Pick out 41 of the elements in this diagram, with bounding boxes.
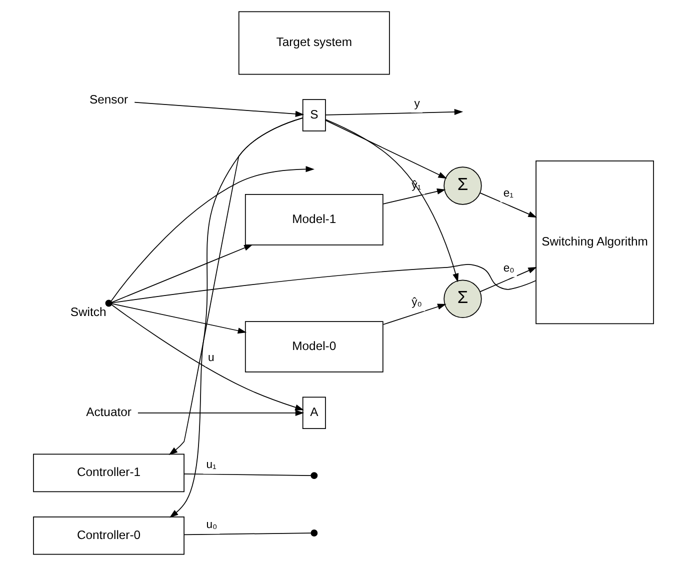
- node-circle: Σ: [443, 280, 482, 318]
- arrow: [324, 108, 463, 116]
- edge-label: u₀: [206, 519, 217, 532]
- arrow: [169, 118, 303, 518]
- arrow: [382, 304, 446, 325]
- node-box: Model-1: [244, 194, 383, 246]
- arrow: [134, 102, 304, 117]
- node-text: Actuator: [86, 405, 131, 420]
- edge-label: u₁: [206, 459, 216, 472]
- connector: [183, 532, 311, 536]
- node-circle: [104, 300, 112, 307]
- node-circle: Σ: [443, 166, 482, 205]
- node-box: Model-0: [244, 321, 383, 372]
- edge-label: y: [414, 98, 420, 110]
- connector: [183, 473, 311, 476]
- node-text: Sensor: [88, 92, 128, 107]
- arrow: [110, 166, 314, 302]
- node-box: Target system: [238, 11, 390, 75]
- node-box: S: [302, 99, 326, 132]
- node-label: Switch: [70, 305, 106, 320]
- node-box: Controller-1: [32, 454, 184, 492]
- arrow: [324, 120, 446, 179]
- arrow: [382, 188, 446, 204]
- arrow: [111, 303, 246, 334]
- edge-label: ŷ₀: [411, 296, 422, 308]
- edge-label: u: [207, 352, 214, 364]
- node-box: Switching Algorithm: [535, 160, 654, 324]
- node-box: A: [302, 396, 326, 429]
- arrow: [478, 192, 536, 218]
- edge-label: e₁: [502, 188, 513, 200]
- connector: [111, 264, 536, 304]
- node-circle: [310, 530, 318, 536]
- arrow: [168, 118, 303, 455]
- arrow: [110, 304, 304, 410]
- arrow: [478, 267, 536, 292]
- arrow: [137, 410, 304, 416]
- node-box: Controller-0: [32, 516, 184, 555]
- edge-label: e₀: [502, 262, 514, 274]
- arrow: [324, 119, 458, 282]
- node-circle: [310, 472, 318, 480]
- arrow: [111, 244, 252, 303]
